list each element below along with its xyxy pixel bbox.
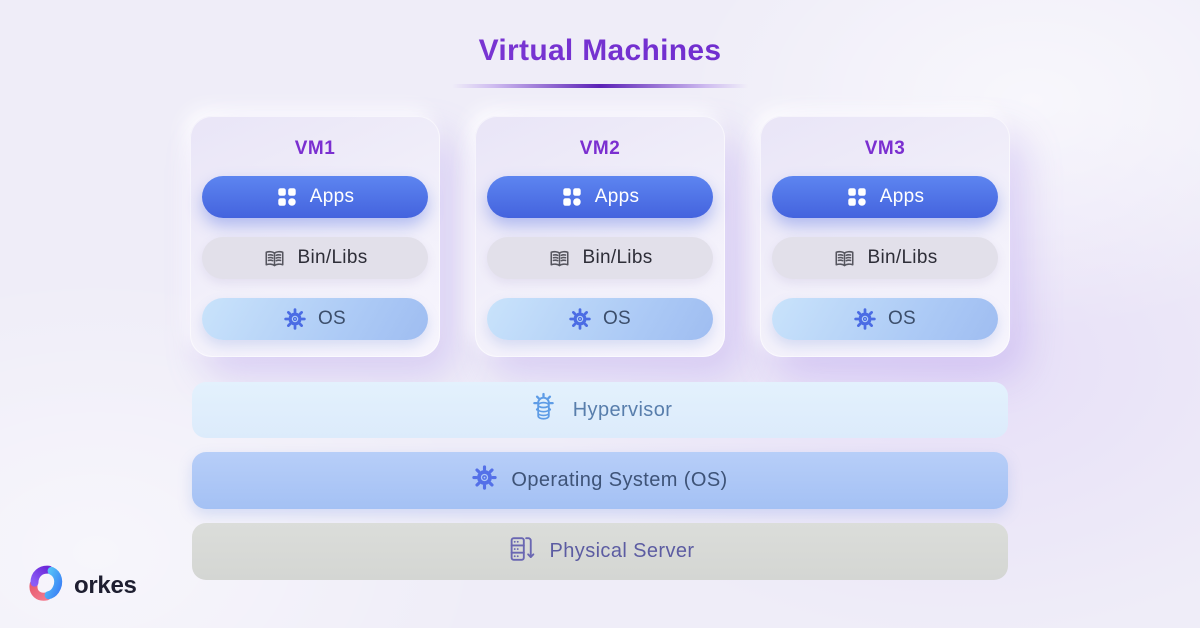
- physical-server-bar: Physical Server: [192, 523, 1008, 580]
- vm3-binlibs-label: Bin/Libs: [867, 247, 938, 268]
- vm3-os-label: OS: [887, 308, 917, 329]
- open-book-icon: [548, 247, 571, 270]
- vm2-os-layer: OS: [487, 298, 713, 340]
- vm2-binlibs-label: Bin/Libs: [582, 247, 653, 268]
- operating-system-bar: Operating System (OS): [192, 452, 1008, 509]
- vm1-apps-label: Apps: [309, 186, 355, 207]
- vm3-card: VM3 Apps Bin/Libs: [760, 116, 1010, 357]
- gear-icon: [284, 308, 306, 330]
- vm1-apps-layer: Apps: [202, 176, 428, 218]
- vm1-os-layer: OS: [202, 298, 428, 340]
- open-book-icon: [833, 247, 856, 270]
- physical-server-label: Physical Server: [549, 540, 695, 562]
- title-underline: [452, 84, 748, 88]
- vm1-binlibs-layer: Bin/Libs: [202, 237, 428, 279]
- hypervisor-label: Hypervisor: [572, 398, 673, 421]
- vm1-binlibs-label: Bin/Libs: [297, 247, 368, 268]
- vm3-binlibs-layer: Bin/Libs: [772, 237, 998, 279]
- vm2-title: VM2: [579, 138, 621, 159]
- vm1-title: VM1: [294, 138, 336, 159]
- apps-grid-icon: [561, 186, 583, 208]
- vm2-os-label: OS: [602, 308, 632, 329]
- vm3-os-layer: OS: [772, 298, 998, 340]
- operating-system-label: Operating System (OS): [511, 469, 728, 491]
- vm1-os-label: OS: [317, 308, 347, 329]
- apps-grid-icon: [276, 186, 298, 208]
- vm2-binlibs-layer: Bin/Libs: [487, 237, 713, 279]
- gear-icon: [569, 308, 591, 330]
- server-down-arrow-icon: [506, 534, 536, 570]
- hypervisor-bar: Hypervisor: [192, 382, 1008, 438]
- open-book-icon: [263, 247, 286, 270]
- vm3-title: VM3: [864, 138, 906, 159]
- vm3-apps-layer: Apps: [772, 176, 998, 218]
- vm1-card: VM1 Apps Bin/Libs: [190, 116, 440, 357]
- vm3-apps-label: Apps: [879, 186, 925, 207]
- gear-database-icon: [528, 392, 559, 429]
- vm2-apps-label: Apps: [594, 186, 640, 207]
- brand-name: orkes: [74, 571, 137, 599]
- gear-icon: [472, 465, 498, 496]
- gear-icon: [854, 308, 876, 330]
- brand-logo-group: orkes: [28, 564, 137, 607]
- vm2-card: VM2 Apps Bin/Libs: [475, 116, 725, 357]
- orkes-logo: [28, 564, 66, 607]
- page-title: Virtual Machines: [0, 34, 1200, 68]
- vm2-apps-layer: Apps: [487, 176, 713, 218]
- apps-grid-icon: [846, 186, 868, 208]
